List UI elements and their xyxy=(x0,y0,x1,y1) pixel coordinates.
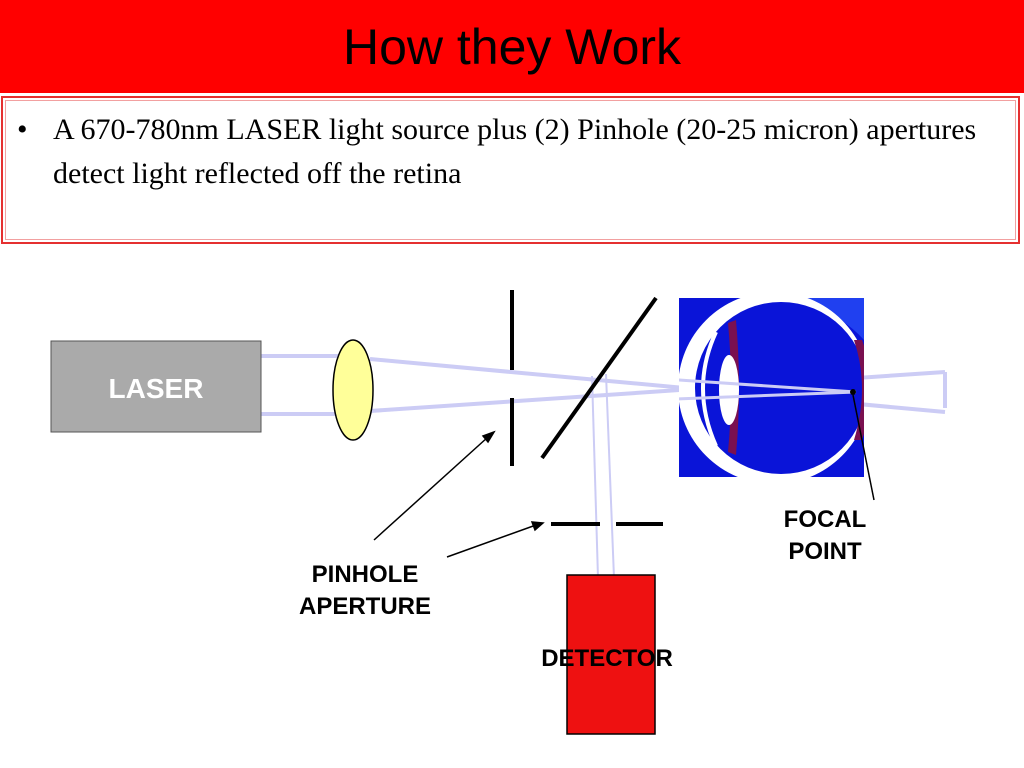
focal-point-label-line1: FOCAL xyxy=(784,506,867,533)
title-bar xyxy=(0,0,1024,93)
bullet-text-box: • A 670-780nm LASER light source plus (2… xyxy=(1,96,1020,244)
pinhole-arrows xyxy=(373,430,545,558)
focal-point-label-line2: POINT xyxy=(788,538,862,565)
focal-point-leader xyxy=(852,394,875,501)
bullet-marker: • xyxy=(17,113,28,146)
bullet-item: • A 670-780nm LASER light source plus (2… xyxy=(17,108,997,196)
eye-illustration xyxy=(679,298,864,477)
laser-source: LASER xyxy=(50,340,262,433)
beam-splitter xyxy=(540,296,658,460)
slide-title: How they Work xyxy=(342,19,682,75)
pinhole-label-line2: APERTURE xyxy=(299,593,431,620)
laser-label: LASER xyxy=(109,373,204,404)
eye-lens xyxy=(719,355,739,425)
detector-label: DETECTOR xyxy=(541,645,673,672)
lens xyxy=(332,339,374,441)
detector xyxy=(566,574,656,735)
focal-point-marker xyxy=(850,389,856,395)
reflected-beam xyxy=(591,373,615,579)
pinhole-label-line1: PINHOLE xyxy=(312,561,419,588)
bullet-text: A 670-780nm LASER light source plus (2) … xyxy=(53,113,977,190)
